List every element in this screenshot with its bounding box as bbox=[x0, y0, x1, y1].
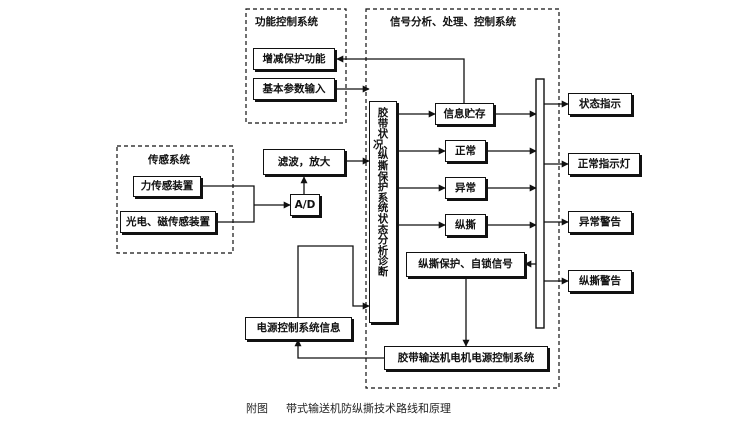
ad-converter-box: A/D bbox=[290, 194, 320, 216]
sensor-system-group-title: 传感系统 bbox=[148, 154, 190, 166]
basic-params-input-box: 基本参数输入 bbox=[253, 78, 335, 100]
info-storage-box: 信息贮存 bbox=[435, 103, 494, 125]
force-sensor-to-ad-line bbox=[201, 185, 255, 205]
signal-system-group-title: 信号分析、处理、控制系统 bbox=[390, 16, 516, 28]
photo-sensor-to-ad-line bbox=[216, 205, 255, 223]
signal-system-group-frame bbox=[365, 8, 560, 389]
sensor-system-group-frame bbox=[116, 145, 234, 254]
filter-amplify-box: 滤波，放大 bbox=[263, 149, 345, 175]
belt-diagnosis-label: 胶带状况、纵撕保护系统状态分析诊断 bbox=[373, 107, 394, 278]
abnormal-box: 异常 bbox=[445, 177, 486, 199]
tear-alarm-box: 纵撕警告 bbox=[568, 270, 632, 292]
function-control-group-frame bbox=[245, 8, 347, 124]
normal-box: 正常 bbox=[445, 140, 486, 162]
abnormal-alarm-box: 异常警告 bbox=[568, 211, 632, 233]
longitudinal-tear-box: 纵撕 bbox=[445, 214, 486, 236]
power-control-info-box: 电源控制系统信息 bbox=[245, 317, 352, 340]
storage-to-protection-arrow bbox=[336, 55, 465, 103]
photo-magnetic-sensor-box: 光电、磁传感装置 bbox=[120, 211, 216, 233]
increase-decrease-protection-box: 增减保护功能 bbox=[253, 48, 335, 70]
function-control-group-title: 功能控制系统 bbox=[255, 16, 318, 28]
power-control-feedback-arrow bbox=[294, 339, 384, 359]
force-sensor-box: 力传感装置 bbox=[133, 176, 201, 197]
caption-title: 带式输送机防纵撕技术路线和原理 bbox=[286, 402, 451, 415]
tear-protection-lock-box: 纵撕保护、自锁信号 bbox=[406, 252, 525, 277]
figure-caption: 附图 带式输送机防纵撕技术路线和原理 bbox=[246, 403, 469, 414]
signal-bus-bar bbox=[535, 78, 545, 329]
caption-prefix: 附图 bbox=[246, 402, 268, 415]
conveyor-power-control-box: 胶带输送机电机电源控制系统 bbox=[384, 346, 548, 370]
normal-indicator-light-box: 正常指示灯 bbox=[568, 153, 640, 175]
status-indicator-box: 状态指示 bbox=[568, 93, 632, 115]
belt-diagnosis-box: 胶带状况、纵撕保护系统状态分析诊断 bbox=[369, 101, 397, 323]
power-info-to-diagnosis-arrow bbox=[297, 245, 370, 317]
